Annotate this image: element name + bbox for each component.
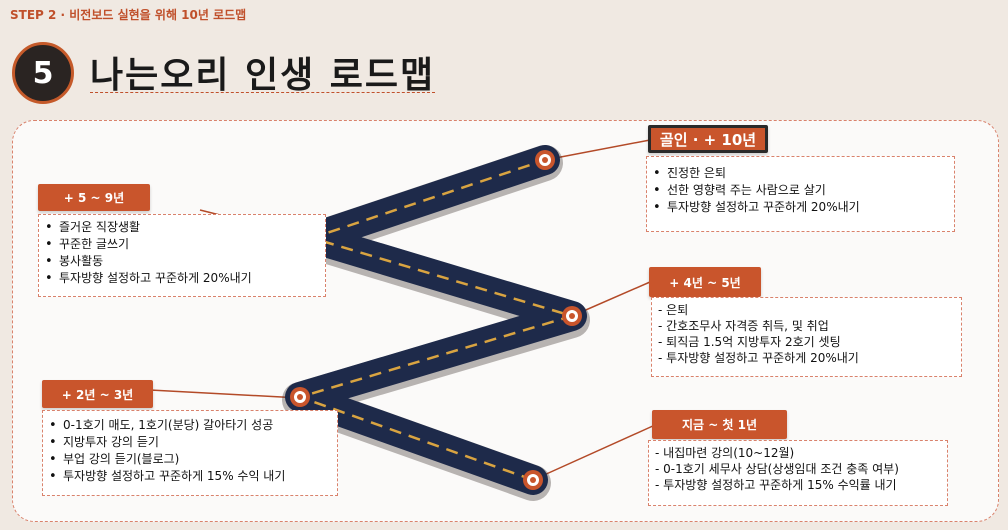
- list-item: 퇴직금 1.5억 지방투자 2호기 셋팅: [658, 334, 955, 350]
- list-item: 투자방향 설정하고 꾸준하게 20%내기: [653, 199, 948, 216]
- page-title: 나는오리 인생 로드맵: [90, 55, 436, 96]
- list-item: 투자방향 설정하고 꾸준하게 20%내기: [45, 270, 319, 287]
- road-node-year4to5: [562, 306, 582, 326]
- phase-box-year4to5: 은퇴 간호조무사 자격증 취득, 및 취업 퇴직금 1.5억 지방투자 2호기 …: [651, 297, 962, 377]
- list-item: 0-1호기 세무사 상담(상생임대 조건 충족 여부): [655, 461, 941, 477]
- list-item: 봉사활동: [45, 253, 319, 270]
- list-item: 투자방향 설정하고 꾸준하게 20%내기: [658, 350, 955, 366]
- phase-label-year2to3: + 2년 ~ 3년: [42, 380, 153, 408]
- title-number-badge: 5: [12, 42, 74, 104]
- list-item: 투자방향 설정하고 꾸준하게 15% 수익 내기: [49, 468, 331, 485]
- step-header: STEP 2 · 비전보드 실현을 위해 10년 로드맵: [10, 8, 247, 22]
- phase-label-now: 지금 ~ 첫 1년: [652, 410, 787, 439]
- list-item: 선한 영향력 주는 사람으로 살기: [653, 182, 948, 199]
- phase-box-goal: 진정한 은퇴 선한 영향력 주는 사람으로 살기 투자방향 설정하고 꾸준하게 …: [646, 156, 955, 232]
- phase-label-goal: 골인 · + 10년: [648, 125, 768, 153]
- connector-year2to3: [149, 389, 301, 399]
- title-underline: [90, 92, 435, 93]
- connector-goal: [544, 139, 651, 161]
- list-item: 꾸준한 글쓰기: [45, 236, 319, 253]
- list-item: 즐거운 직장생활: [45, 219, 319, 236]
- phase-box-year2to3: 0-1호기 매도, 1호기(분당) 갈아타기 성공 지방투자 강의 듣기 부업 …: [42, 410, 338, 496]
- list-item: 진정한 은퇴: [653, 165, 948, 182]
- road-node-goal: [535, 150, 555, 170]
- phase-label-year5to9: + 5 ~ 9년: [38, 184, 150, 211]
- list-item: 부업 강의 듣기(블로그): [49, 451, 331, 468]
- road-node-year2to3: [290, 387, 310, 407]
- list-item: 간호조무사 자격증 취득, 및 취업: [658, 318, 955, 334]
- phase-box-year5to9: 즐거운 직장생활 꾸준한 글쓰기 봉사활동 투자방향 설정하고 꾸준하게 20%…: [38, 214, 326, 297]
- phase-label-year4to5: + 4년 ~ 5년: [649, 267, 761, 297]
- road-node-now: [523, 470, 543, 490]
- list-item: 내집마련 강의(10~12월): [655, 445, 941, 461]
- phase-box-now: 내집마련 강의(10~12월) 0-1호기 세무사 상담(상생임대 조건 충족 …: [648, 440, 948, 506]
- connector-now: [532, 424, 656, 481]
- list-item: 은퇴: [658, 302, 955, 318]
- list-item: 지방투자 강의 듣기: [49, 434, 331, 451]
- list-item: 0-1호기 매도, 1호기(분당) 갈아타기 성공: [49, 417, 331, 434]
- list-item: 투자방향 설정하고 꾸준하게 15% 수익률 내기: [655, 477, 941, 493]
